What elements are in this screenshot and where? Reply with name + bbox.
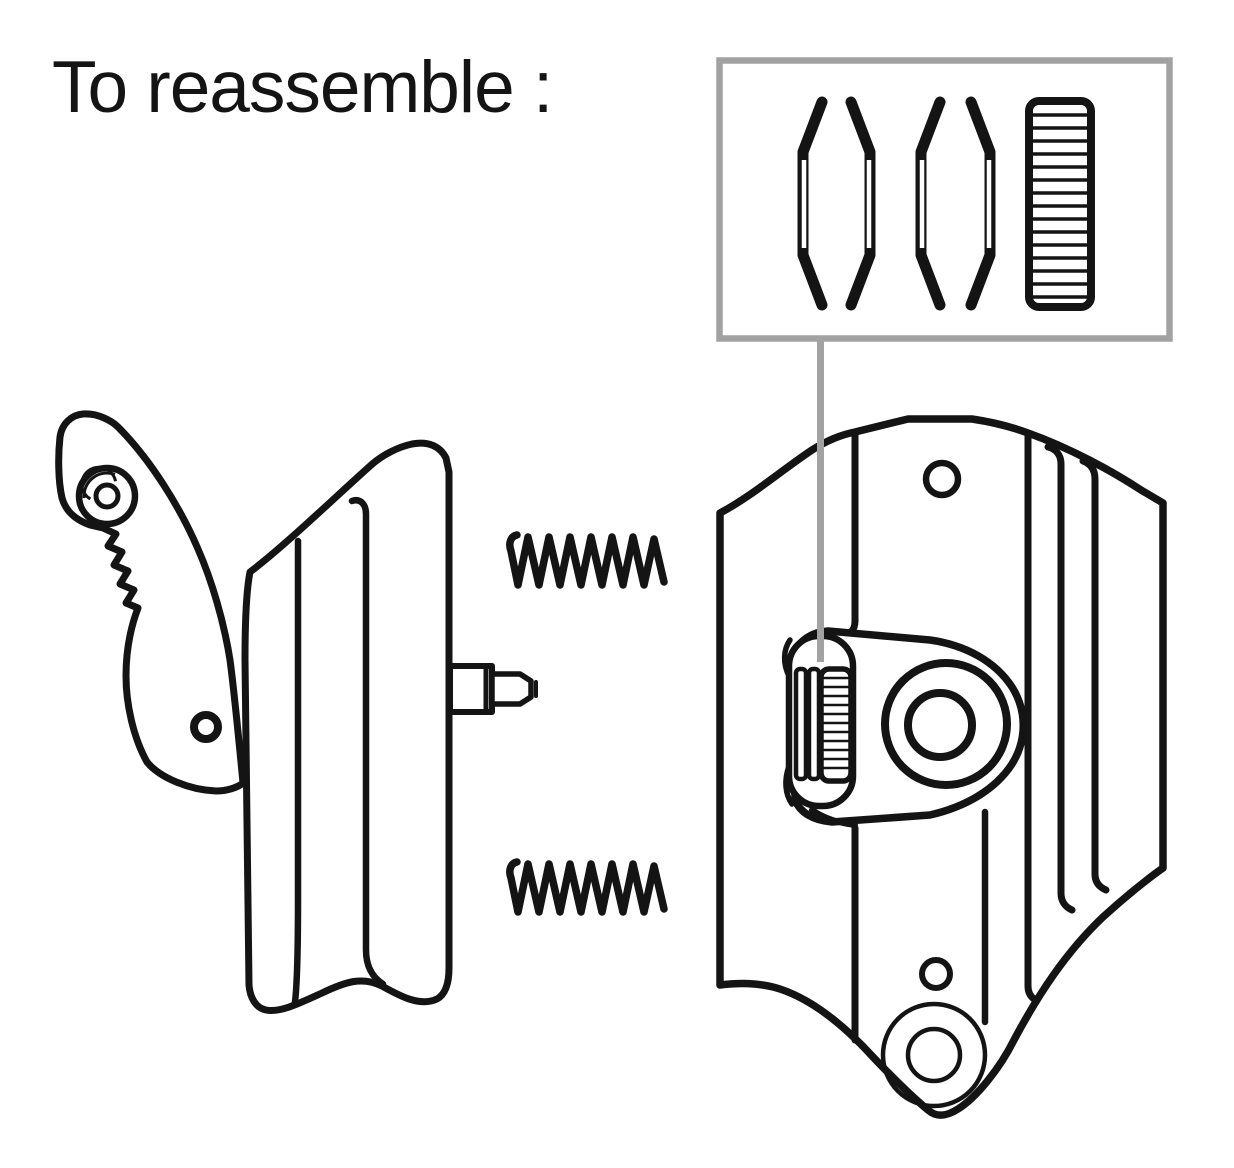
- pivot-arc-3: [78, 469, 99, 490]
- cone-washer-icon-4: [965, 96, 996, 311]
- rail-line-1: [1044, 443, 1076, 914]
- cam-lever: [55, 410, 247, 795]
- coil-spring-lower: [506, 858, 668, 916]
- lobe-underline: [809, 807, 858, 828]
- pivot-ring-outer: [881, 659, 1011, 789]
- face-crease-right: [1024, 429, 1038, 1003]
- thumbwheel-knurls: [823, 676, 849, 770]
- base-boss-inner: [905, 1026, 963, 1084]
- rail-line-2: [1079, 457, 1110, 894]
- body-contour-2: [348, 497, 387, 988]
- recess-wrap-bottom: [783, 763, 795, 807]
- cone-washer-icon-3: [915, 96, 946, 311]
- face-crease-left-upper: [847, 428, 859, 636]
- mount-base: [716, 415, 1167, 1119]
- knurl-ridges: [1032, 113, 1088, 299]
- cone-washer-icon-2: [845, 96, 876, 311]
- top-hole: [922, 459, 962, 499]
- page-title: To reassemble :: [52, 47, 553, 128]
- bottom-hole: [919, 957, 953, 991]
- threaded-stud: [447, 663, 538, 715]
- lever-hole: [190, 711, 222, 743]
- base-boss-outer: [880, 1001, 988, 1109]
- knurled-thumbwheel: [818, 666, 854, 784]
- washer-stack-2: [806, 666, 822, 782]
- cone-washer-icon-1: [797, 96, 828, 311]
- inset-border: [716, 57, 1173, 342]
- pivot-center: [93, 482, 121, 510]
- knurled-nut-icon: [1025, 97, 1095, 311]
- pivot-arc-2: [82, 471, 116, 499]
- washer-stack-1: [793, 666, 809, 782]
- coil-spring-upper: [506, 531, 668, 589]
- body-contour-1: [291, 537, 302, 1006]
- clamp-body-outline: [241, 439, 453, 1015]
- clamp-body: [241, 439, 538, 1015]
- parts-detail-inset: [716, 57, 1173, 342]
- recess-wrap-top: [781, 637, 793, 679]
- pivot-ring-inner: [904, 689, 976, 761]
- stud-thread: [489, 671, 534, 707]
